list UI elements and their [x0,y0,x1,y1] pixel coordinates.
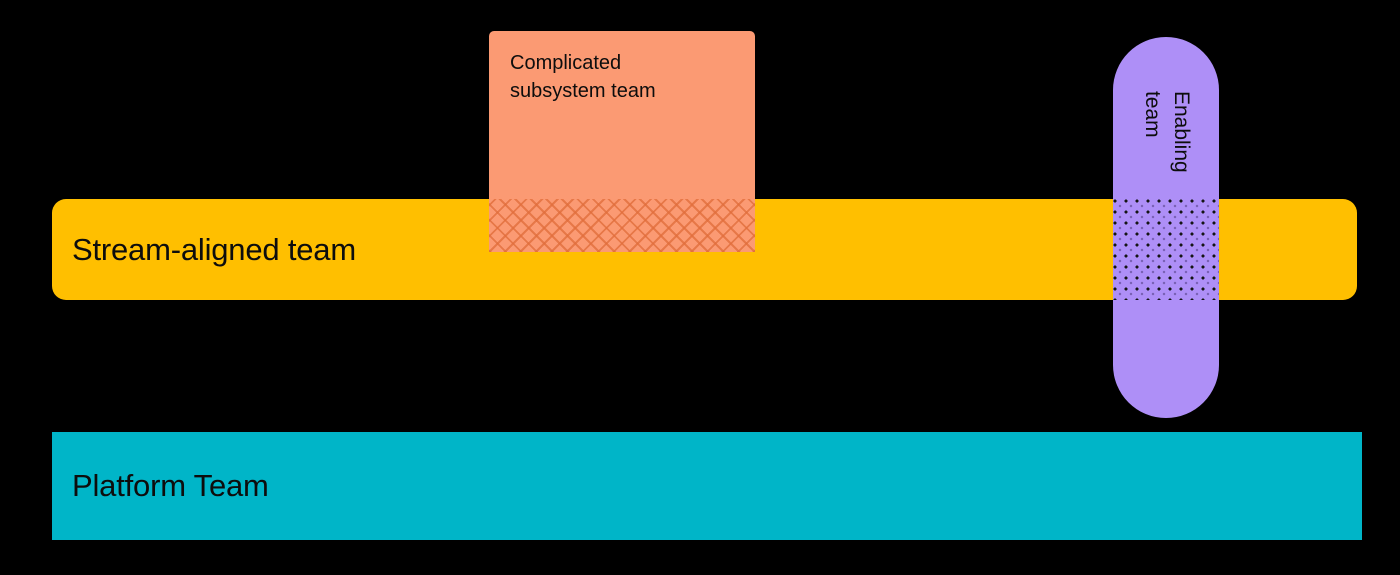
complicated-subsystem-team-label: Complicated subsystem team [510,52,656,103]
enabling-team-label: Enabling team [1141,90,1193,173]
platform-team-bar[interactable]: Platform Team [52,432,1362,540]
enabling-stream-overlap-dots [1113,199,1219,300]
platform-team-label: Platform Team [72,468,269,503]
subsystem-stream-overlap-hatch [489,199,755,252]
stream-aligned-team-label: Stream-aligned team [72,231,356,267]
